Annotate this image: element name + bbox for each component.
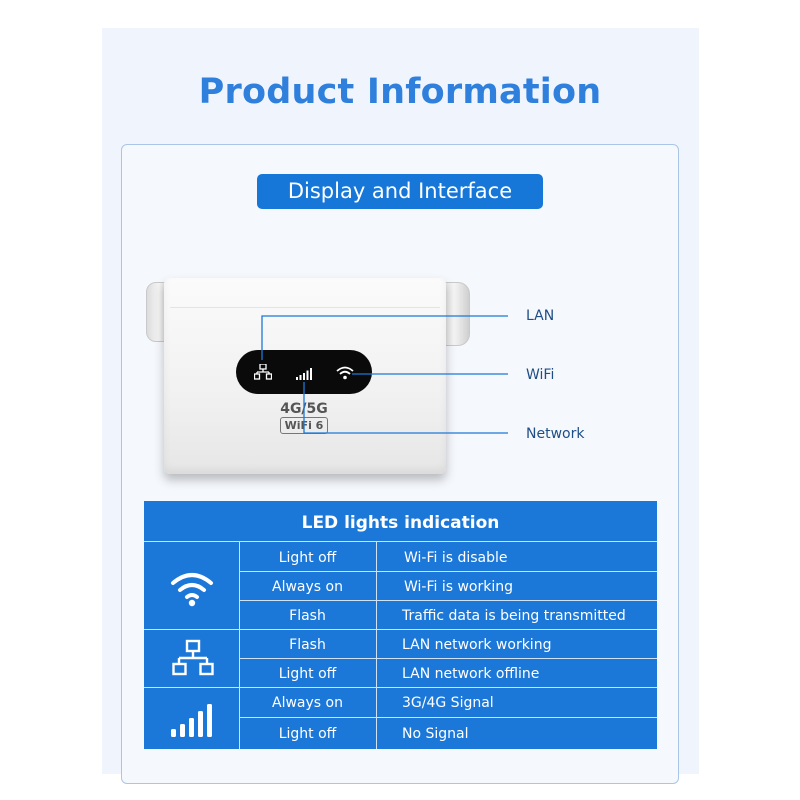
table-row-meaning: Wi-Fi is working [404,579,514,595]
table-row-state: Flash [289,637,326,653]
signal-bars-icon [171,704,212,737]
table-title: LED lights indication [301,513,500,533]
table-row-meaning: LAN network working [402,637,552,653]
table-row-state: Light off [278,726,337,742]
led-indication-table: LED lights indication Light off Wi-Fi is… [144,501,657,749]
lan-network-icon [172,639,214,676]
callout-wifi: WiFi [526,367,555,383]
table-row-meaning: Traffic data is being transmitted [402,608,626,624]
table-divider [239,717,657,718]
table-row-state: Light off [278,666,337,682]
wifi-icon [171,573,213,607]
signal-led-icon [296,368,312,380]
table-divider [144,629,657,630]
lan-led-icon [254,364,272,380]
table-row-state: Always on [272,695,343,711]
table-row-meaning: No Signal [402,726,469,742]
table-row-state: Always on [272,579,343,595]
callout-network: Network [526,426,585,442]
callout-lan: LAN [526,308,555,324]
page-title: Product Information [198,72,602,112]
table-divider [239,600,657,601]
router-top-edge [170,280,440,308]
table-row-state: Light off [278,550,337,566]
table-row-meaning: LAN network offline [402,666,540,682]
network-callout-line [303,382,508,434]
table-divider [239,541,240,749]
section-title: Display and Interface [257,174,543,209]
table-row-meaning: Wi-Fi is disable [404,550,508,566]
table-divider [239,571,657,572]
table-divider [144,687,657,688]
wifi-led-icon [336,366,354,380]
table-row-meaning: 3G/4G Signal [402,695,494,711]
lan-callout-line [261,315,508,360]
table-row-state: Flash [289,608,326,624]
table-divider [144,541,657,542]
table-divider [239,658,657,659]
table-divider [376,541,377,749]
